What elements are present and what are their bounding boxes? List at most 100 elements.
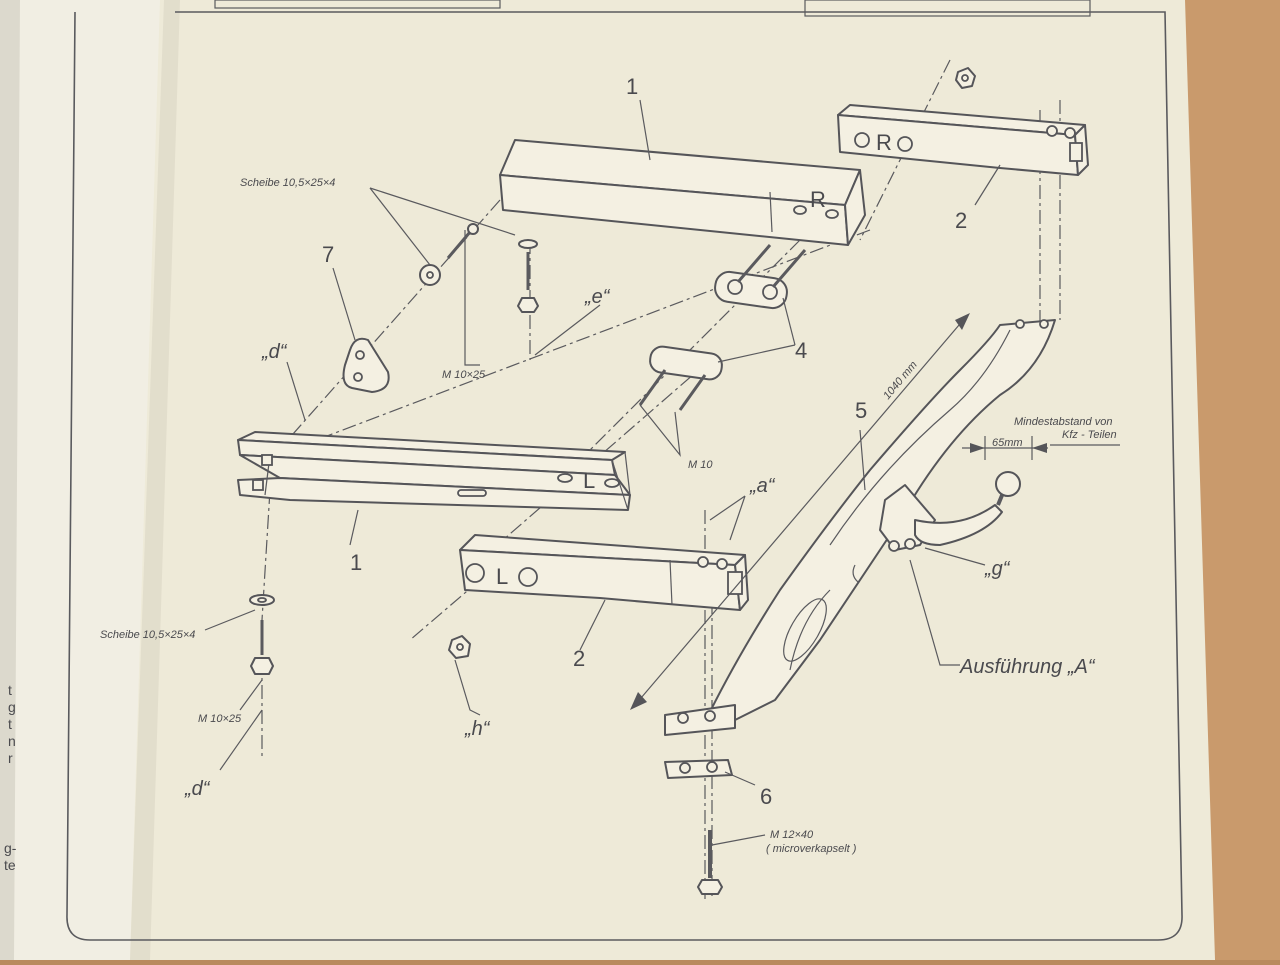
- dimension-label: 65mm: [992, 437, 1023, 449]
- note-bolt: M 10: [688, 459, 713, 471]
- leader-lines: [204, 99, 1001, 846]
- bolt-m12: [697, 830, 723, 895]
- bracket-hole: [355, 350, 365, 360]
- leader-line: [639, 99, 651, 161]
- part-5-tow-bar: [664, 319, 1056, 736]
- clamp-bolt: [771, 249, 807, 288]
- bar-hole: [1039, 319, 1049, 329]
- washer-and-bolt-upper: [419, 223, 539, 313]
- leader-line: [349, 509, 359, 546]
- margin-text-line: n: [8, 733, 16, 749]
- nut-hole: [456, 643, 464, 651]
- part-number: 4: [795, 338, 807, 363]
- nut-icon: [250, 657, 274, 675]
- bar-hole: [677, 712, 689, 724]
- axis-line: [409, 579, 481, 641]
- bolt-head: [467, 223, 479, 235]
- margin-text-line: te: [4, 857, 16, 873]
- part-number: 5: [855, 398, 867, 423]
- bar-contour: [789, 589, 831, 671]
- extension-hole: [854, 132, 870, 148]
- rail-hole: [604, 478, 620, 488]
- extension-hole: [697, 556, 709, 568]
- part-4-clamp-plate-upper: [714, 244, 807, 310]
- clamp-hole: [762, 284, 778, 300]
- extension-hole: [518, 567, 538, 587]
- main-page: [130, 0, 1215, 960]
- part-number: 2: [955, 208, 967, 233]
- side-marker-l: L: [583, 468, 595, 493]
- note-bolt-m12: ( microverkapselt ): [766, 843, 857, 855]
- margin-text-line: t: [8, 716, 12, 732]
- leader-line: [639, 404, 681, 458]
- arrow-head-icon: [955, 313, 970, 330]
- note-min-distance: Mindestabstand von: [1014, 416, 1112, 428]
- header-box-right: [804, 0, 1091, 17]
- reference-a: „a“: [749, 475, 776, 497]
- arrow-head-icon: [1032, 443, 1047, 453]
- bar-cutout: [783, 598, 827, 662]
- leader-line: [709, 495, 746, 521]
- reference-g: „g“: [984, 558, 1011, 580]
- leader-line: [454, 659, 481, 716]
- reference-h: „h“: [464, 718, 491, 740]
- rail-end-edge: [624, 451, 631, 496]
- bar-hole: [704, 710, 716, 722]
- leader-line: [534, 304, 601, 356]
- left-page-shadow: [0, 0, 20, 960]
- washer-hole: [257, 597, 267, 603]
- part-number: 7: [322, 242, 334, 267]
- arrow-head-icon: [630, 692, 647, 710]
- dimension-65: 65mm Mindestabstand von Kfz - Teilen: [962, 416, 1120, 460]
- washer-hole: [426, 271, 434, 279]
- margin-text-line: g-: [4, 840, 17, 856]
- part-1-lower-rail: L: [237, 431, 631, 511]
- counter-plate-hole: [706, 761, 718, 773]
- page-fold-shadow: [130, 0, 180, 960]
- rail-seam: [769, 191, 773, 233]
- bolt-head-icon: [697, 879, 723, 895]
- note-washer: Scheibe 10,5×25×4: [240, 177, 335, 189]
- left-page: [0, 0, 165, 960]
- leader-line: [464, 230, 480, 366]
- variant-label: Ausführung „A“: [959, 656, 1096, 678]
- coupling-bolt-hole: [888, 540, 900, 552]
- part-number: 2: [573, 646, 585, 671]
- leader-line: [924, 547, 986, 566]
- leader-line: [729, 495, 746, 541]
- margin-text-line: t: [8, 682, 12, 698]
- extension-hole: [1064, 127, 1076, 139]
- side-marker-r: R: [876, 130, 892, 155]
- clamp-plate: [649, 345, 723, 381]
- clamp-hole: [727, 279, 743, 295]
- extension-hole: [1046, 125, 1058, 137]
- leader-line: [219, 709, 263, 771]
- bolt-shank: [446, 231, 472, 259]
- bracket-hole: [353, 372, 363, 382]
- nut-icon: [517, 297, 539, 313]
- leader-line: [239, 679, 263, 711]
- rail-hole: [793, 205, 807, 215]
- margin-text-line: g: [8, 699, 16, 715]
- leader-line: [332, 267, 356, 341]
- leader-line: [204, 609, 256, 631]
- side-marker-l: L: [496, 564, 508, 589]
- clamp-bolt: [678, 374, 707, 411]
- header-box-left: [214, 0, 501, 9]
- leader-line: [717, 344, 796, 363]
- ball-coupling: [852, 471, 1021, 583]
- coupling-arm: [914, 504, 1003, 546]
- leader-line: [974, 164, 1001, 206]
- note-min-distance: Kfz - Teilen: [1062, 429, 1117, 441]
- arrow-head-icon: [970, 443, 985, 453]
- margin-text-line: r: [8, 750, 13, 766]
- counter-plate-hole: [679, 762, 691, 774]
- part-number: 6: [760, 784, 772, 809]
- dimension-line: [634, 317, 966, 706]
- rail-hole: [825, 209, 839, 219]
- extension-tube-opening: [727, 571, 743, 595]
- part-4-clamp-plate-lower: [638, 345, 723, 411]
- reference-e: „e“: [584, 286, 611, 308]
